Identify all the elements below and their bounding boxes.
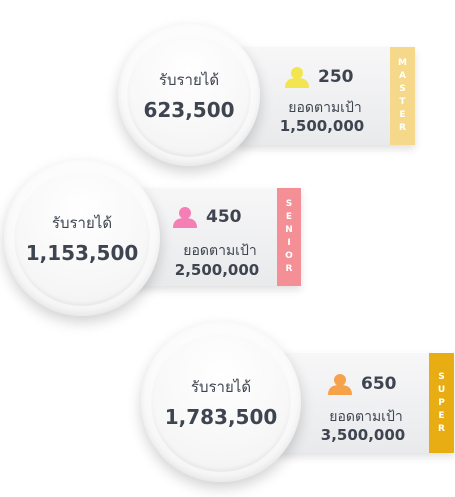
income-circle: รับรายได้ 1,783,500	[141, 322, 301, 482]
target-label: ยอดตามเป้า	[329, 409, 403, 425]
income-circle: รับรายได้ 1,153,500	[4, 160, 160, 316]
income-circle-inner: รับรายได้ 1,153,500	[14, 170, 150, 306]
tier-badge-super: S U P E R	[429, 353, 454, 453]
income-label: รับรายได้	[158, 71, 220, 89]
income-circle: รับรายได้ 623,500	[118, 24, 260, 166]
target-label: ยอดตามเป้า	[288, 100, 362, 116]
member-count-row: 450	[172, 206, 242, 228]
income-value: 1,783,500	[164, 405, 278, 429]
income-label: รับรายได้	[51, 214, 113, 232]
tier-panel: M A S T E R	[238, 47, 415, 145]
tier-badge-master: M A S T E R	[390, 47, 415, 145]
person-icon	[285, 67, 309, 88]
target-value: 3,500,000	[320, 426, 406, 444]
income-value: 623,500	[143, 98, 235, 122]
tier-panel: S U P E R	[278, 353, 454, 453]
target-value: 1,500,000	[279, 117, 365, 135]
tier-badge-senior: S E N I O R	[277, 188, 301, 286]
member-count: 250	[318, 67, 354, 87]
member-count-row: 250	[284, 66, 354, 88]
income-circle-inner: รับรายได้ 1,783,500	[151, 332, 291, 472]
person-icon	[328, 374, 352, 395]
member-count: 650	[361, 374, 397, 394]
income-circle-inner: รับรายได้ 623,500	[127, 33, 251, 157]
income-value: 1,153,500	[25, 241, 139, 265]
member-count: 450	[206, 207, 242, 227]
person-icon	[173, 207, 197, 228]
income-label: รับรายได้	[190, 378, 252, 396]
target-label: ยอดตามเป้า	[183, 243, 257, 259]
member-count-row: 650	[327, 373, 397, 395]
target-value: 2,500,000	[174, 261, 260, 279]
